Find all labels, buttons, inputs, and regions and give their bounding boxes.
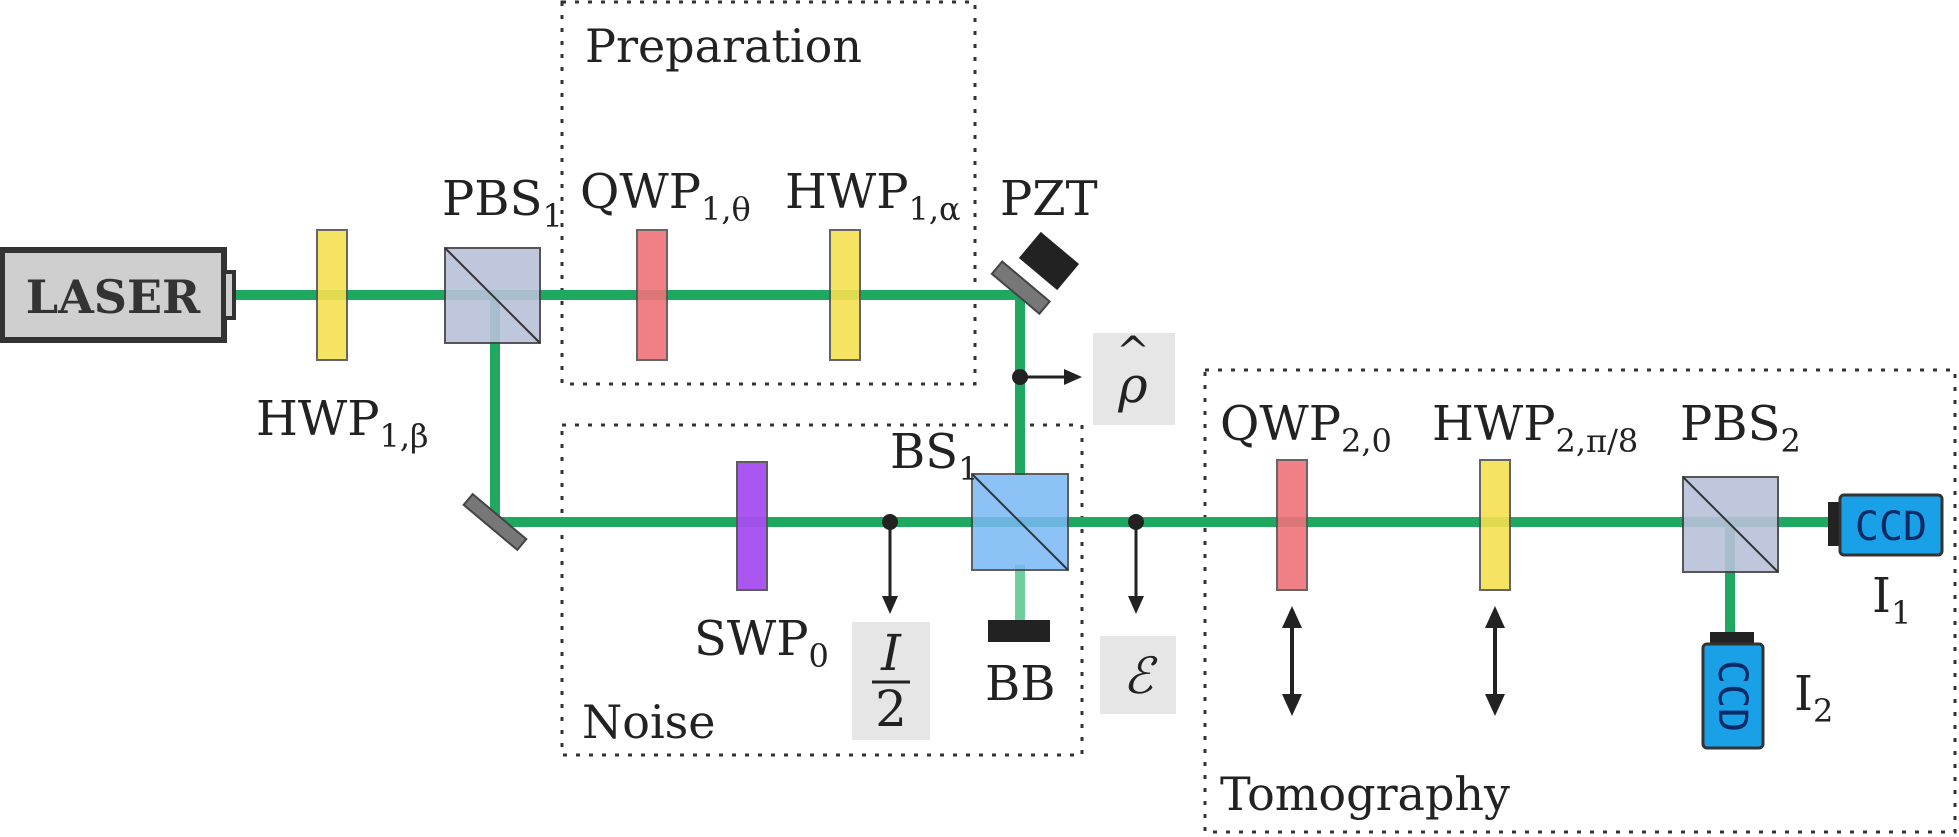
half-wave-plate-icon bbox=[1479, 459, 1511, 591]
identity-numerator: I bbox=[880, 624, 902, 682]
beam-paths bbox=[230, 290, 1940, 643]
hwp2-pi8-label: HWP2,π/8 bbox=[1432, 396, 1638, 460]
arrow-icon bbox=[882, 514, 898, 614]
polarizing-beam-splitter-icon bbox=[1682, 476, 1779, 573]
rho-state-box bbox=[1093, 333, 1175, 425]
i2-label: I2 bbox=[1794, 666, 1833, 730]
rho-hat: ^ bbox=[1116, 329, 1150, 375]
piezo-mirror bbox=[990, 231, 1080, 316]
mirror-icon bbox=[990, 260, 1052, 316]
rho-symbol: ρ bbox=[1117, 356, 1148, 414]
channel-box bbox=[1100, 636, 1176, 714]
hwp1-alpha-label: HWP1,α bbox=[785, 164, 961, 228]
half-wave-plate-icon bbox=[829, 229, 861, 361]
noise-box bbox=[560, 423, 1084, 757]
pzt-label: PZT bbox=[1000, 171, 1098, 227]
mirror-icon bbox=[462, 492, 528, 552]
identity-denominator: 2 bbox=[875, 680, 907, 738]
qwp2-0-label: QWP2,0 bbox=[1220, 396, 1392, 460]
double-arrow-icon bbox=[1282, 606, 1302, 716]
pbs2-label: PBS2 bbox=[1680, 396, 1801, 460]
ccd1-label: CCD bbox=[1855, 504, 1927, 550]
hwp1-beta-label: HWP1,β bbox=[256, 391, 429, 455]
i1-label: I1 bbox=[1872, 568, 1911, 632]
quarter-wave-plate-icon bbox=[636, 229, 668, 361]
sign-wave-plate-icon bbox=[736, 461, 768, 591]
qwp1-theta-label: QWP1,θ bbox=[580, 164, 751, 228]
pbs1-label: PBS1 bbox=[442, 171, 563, 235]
tomography-title: Tomography bbox=[1220, 767, 1510, 821]
half-wave-plate-icon bbox=[316, 229, 348, 361]
ccd-camera-icon: CCD bbox=[1701, 632, 1765, 750]
polarizing-beam-splitter-icon bbox=[444, 247, 541, 344]
ccd2-label: CCD bbox=[1709, 660, 1755, 732]
laser: LASER bbox=[0, 247, 236, 343]
bb-label: BB bbox=[985, 656, 1056, 712]
arrow-icon bbox=[1128, 514, 1144, 614]
laser-label: LASER bbox=[26, 270, 201, 324]
channel-symbol: ℰ bbox=[1123, 647, 1158, 705]
quarter-wave-plate-icon bbox=[1276, 459, 1308, 591]
pzt-actuator bbox=[1018, 231, 1080, 291]
ccd-camera-icon: CCD bbox=[1828, 493, 1944, 557]
preparation-box bbox=[560, 0, 977, 386]
beam-splitter-icon bbox=[971, 473, 1069, 571]
preparation-title: Preparation bbox=[585, 19, 862, 73]
double-arrow-icon bbox=[1485, 606, 1505, 716]
bs1-label: BS1 bbox=[890, 424, 979, 488]
tomography-box bbox=[1203, 368, 1957, 834]
swp0-label: SWP0 bbox=[694, 611, 829, 675]
noise-title: Noise bbox=[582, 695, 716, 749]
arrow-icon bbox=[1012, 369, 1082, 385]
beam-block-icon bbox=[988, 620, 1050, 642]
